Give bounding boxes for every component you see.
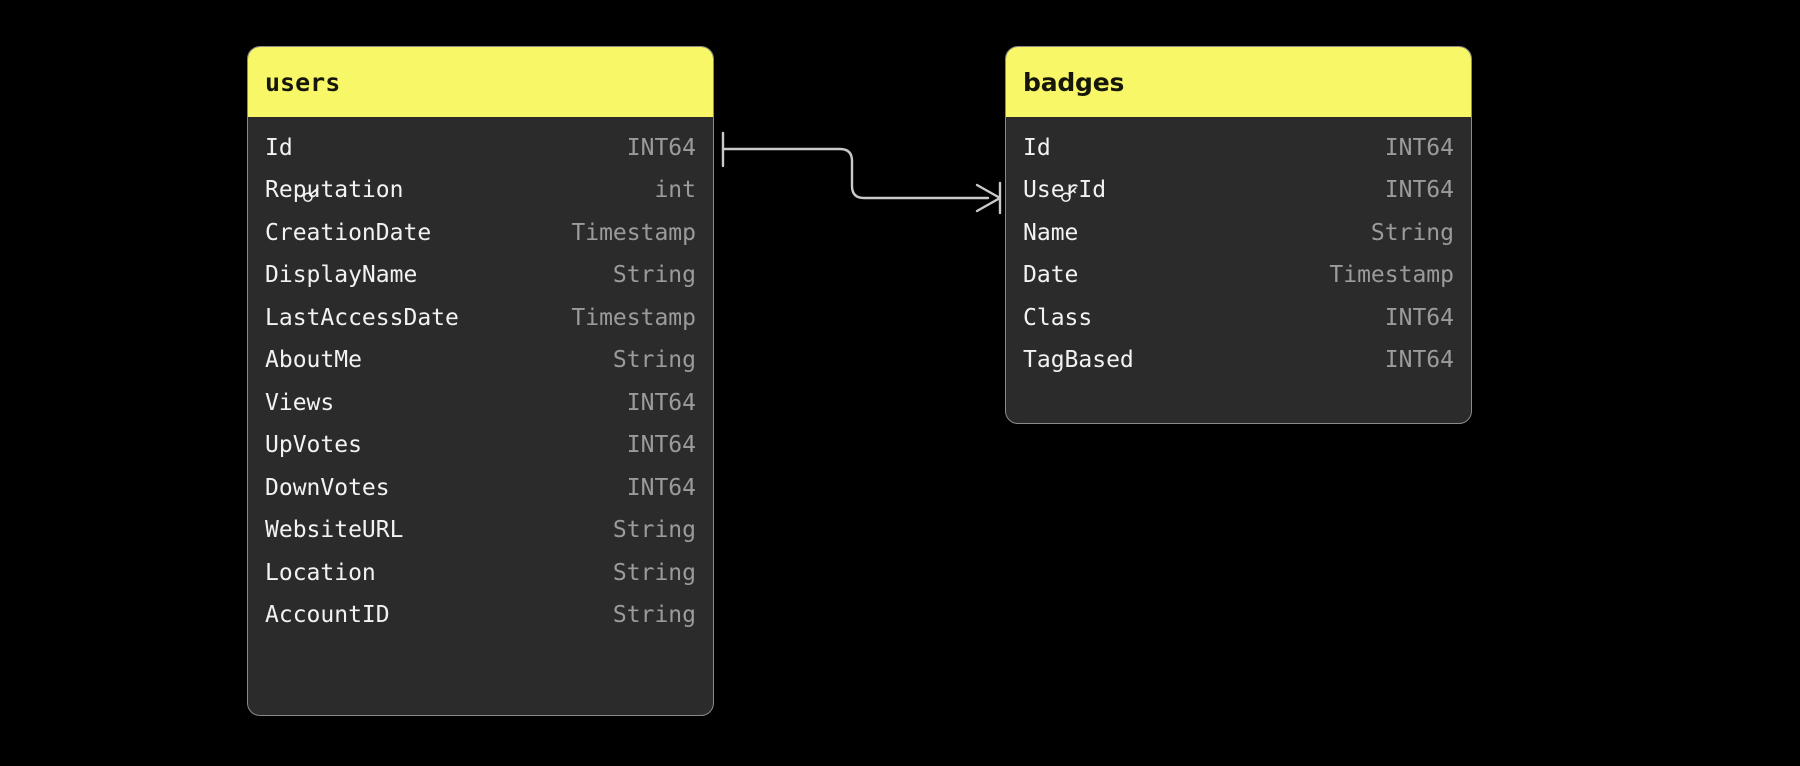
field-name: UpVotes	[265, 432, 362, 459]
field-name: Location	[265, 559, 376, 586]
field-row[interactable]: CreationDate Timestamp	[248, 212, 713, 255]
field-name: AboutMe	[265, 347, 362, 374]
field-type: INT64	[626, 134, 696, 161]
field-name: Class	[1023, 304, 1093, 331]
field-name: Name	[1023, 219, 1079, 246]
field-name-text: Id	[1023, 134, 1051, 161]
field-name: TagBased	[1023, 347, 1134, 374]
field-row[interactable]: Date Timestamp	[1006, 255, 1471, 298]
field-type: String	[612, 517, 696, 544]
field-name: Views	[265, 389, 335, 416]
field-name: CreationDate	[265, 219, 432, 246]
field-name: Id	[265, 134, 322, 203]
field-name: Id	[1023, 134, 1080, 203]
field-type: INT64	[626, 474, 696, 501]
entity-card-users[interactable]: users Id INT64 Reputation	[247, 46, 714, 716]
field-type: String	[1370, 219, 1454, 246]
field-list-users: Id INT64 Reputation int CreationDate	[248, 117, 713, 649]
field-name: DisplayName	[265, 262, 418, 289]
field-type: INT64	[1384, 134, 1454, 161]
field-row[interactable]: AccountID String	[248, 595, 713, 638]
field-type: INT64	[626, 389, 696, 416]
entity-card-badges[interactable]: badges Id INT64 UserId	[1005, 46, 1472, 424]
field-row[interactable]: LastAccessDate Timestamp	[248, 297, 713, 340]
field-type: Timestamp	[571, 304, 696, 331]
field-row[interactable]: Location String	[248, 552, 713, 595]
field-name: LastAccessDate	[265, 304, 459, 331]
field-row[interactable]: WebsiteURL String	[248, 510, 713, 553]
field-row[interactable]: Reputation int	[248, 170, 713, 213]
primary-key-icon	[1058, 138, 1080, 203]
field-type: INT64	[626, 432, 696, 459]
entity-header-badges[interactable]: badges	[1006, 47, 1471, 117]
field-row[interactable]: DisplayName String	[248, 255, 713, 298]
field-type: String	[612, 602, 696, 629]
field-row[interactable]: TagBased INT64	[1006, 340, 1471, 383]
relationship-line	[721, 147, 990, 200]
cardinality-many-marker	[975, 181, 1002, 215]
field-type: INT64	[1384, 304, 1454, 331]
field-type: Timestamp	[571, 219, 696, 246]
entity-header-users[interactable]: users	[248, 47, 713, 117]
field-row[interactable]: UserId INT64	[1006, 170, 1471, 213]
field-row[interactable]: Id INT64	[248, 127, 713, 203]
field-list-badges: Id INT64 UserId INT64 Name S	[1006, 117, 1471, 394]
entity-title-badges: badges	[1023, 67, 1125, 97]
field-row[interactable]: UpVotes INT64	[248, 425, 713, 468]
field-type: INT64	[1384, 347, 1454, 374]
field-type: String	[612, 559, 696, 586]
field-row[interactable]: AboutMe String	[248, 340, 713, 383]
field-row[interactable]: Name String	[1006, 212, 1471, 255]
field-type: INT64	[1384, 177, 1454, 204]
field-name: WebsiteURL	[265, 517, 404, 544]
field-type: int	[654, 177, 696, 204]
field-type: String	[612, 347, 696, 374]
field-name: Date	[1023, 262, 1079, 289]
field-row[interactable]: Views INT64	[248, 382, 713, 425]
field-name: DownVotes	[265, 474, 390, 501]
field-name: AccountID	[265, 602, 390, 629]
field-name: UserId	[1023, 177, 1107, 204]
field-row[interactable]: Id INT64	[1006, 127, 1471, 203]
field-row[interactable]: Class INT64	[1006, 297, 1471, 340]
field-type: String	[612, 262, 696, 289]
entity-title-users: users	[265, 67, 341, 97]
primary-key-icon	[300, 138, 322, 203]
field-row[interactable]: DownVotes INT64	[248, 467, 713, 510]
field-name-text: Id	[265, 134, 293, 161]
field-type: Timestamp	[1329, 262, 1454, 289]
field-name: Reputation	[265, 177, 404, 204]
